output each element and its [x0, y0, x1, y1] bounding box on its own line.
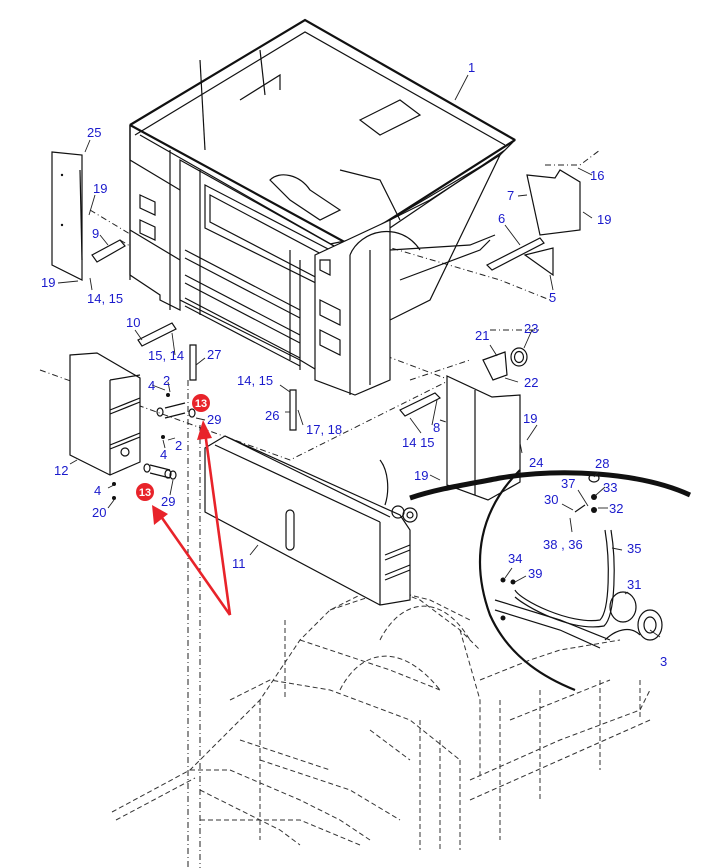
label-part-19: 19	[414, 468, 428, 483]
label-part-1: 1	[468, 60, 475, 75]
label-part-17-18: 17, 18	[306, 422, 342, 437]
label-part-19: 19	[597, 212, 611, 227]
rear-panel	[446, 375, 521, 501]
label-part-39: 39	[528, 566, 542, 581]
label-part-38-36: 38 , 36	[543, 537, 583, 552]
hopper-body	[129, 18, 516, 396]
label-part-22: 22	[524, 375, 538, 390]
detail-view	[409, 469, 692, 692]
label-part-4: 4	[148, 378, 155, 393]
label-part-4: 4	[94, 483, 101, 498]
highlight-arrows	[152, 420, 232, 616]
right-side-parts	[485, 169, 581, 277]
label-part-25: 25	[87, 125, 101, 140]
label-part-3: 3	[660, 654, 667, 669]
callout-13-lower: 13	[136, 483, 154, 501]
label-part-32: 32	[609, 501, 623, 516]
label-part-29: 29	[207, 412, 221, 427]
label-part-14-15: 14, 15	[87, 291, 123, 306]
callout-13-upper: 13	[192, 394, 210, 412]
label-part-30: 30	[544, 492, 558, 507]
arrow-to-lower-fitting	[158, 514, 232, 616]
label-part-15-14: 15, 14	[148, 348, 184, 363]
chassis-frame	[111, 584, 651, 850]
callout-13-upper-text: 13	[195, 398, 207, 410]
label-part-33: 33	[603, 480, 617, 495]
label-part-35: 35	[627, 541, 641, 556]
label-part-37: 37	[561, 476, 575, 491]
label-part-21: 21	[475, 328, 489, 343]
label-part-28: 28	[595, 456, 609, 471]
label-part-19: 19	[41, 275, 55, 290]
label-part-20: 20	[92, 505, 106, 520]
left-tank	[69, 352, 196, 500]
label-part-14-15: 14 15	[402, 435, 435, 450]
arrowhead-upper	[197, 420, 212, 440]
leader-lines	[57, 74, 661, 638]
label-part-26: 26	[265, 408, 279, 423]
label-part-16: 16	[590, 168, 604, 183]
label-part-4: 4	[160, 447, 167, 462]
label-part-19: 19	[93, 181, 107, 196]
label-part-24: 24	[529, 455, 543, 470]
label-part-12: 12	[54, 463, 68, 478]
label-part-7: 7	[507, 188, 514, 203]
label-part-31: 31	[627, 577, 641, 592]
label-part-27: 27	[207, 347, 221, 362]
part-labels: 1 25 19 9 19 14, 15 16 7 19 6 5 10 15, 1…	[41, 60, 667, 669]
callout-13-lower-text: 13	[139, 487, 151, 499]
label-part-11: 11	[232, 556, 246, 571]
label-part-8: 8	[433, 420, 440, 435]
label-part-2: 2	[163, 373, 170, 388]
label-part-19: 19	[523, 411, 537, 426]
arrowhead-lower	[152, 505, 168, 525]
label-part-23: 23	[524, 321, 538, 336]
left-side-panel	[51, 151, 442, 431]
label-part-34: 34	[508, 551, 522, 566]
label-part-14-15: 14, 15	[237, 373, 273, 388]
label-part-2: 2	[175, 438, 182, 453]
label-part-6: 6	[498, 211, 505, 226]
label-part-5: 5	[549, 290, 556, 305]
label-part-10: 10	[126, 315, 140, 330]
label-part-9: 9	[92, 226, 99, 241]
filler-neck-parts	[482, 347, 528, 381]
arrow-to-upper-fitting	[203, 431, 232, 616]
label-part-29: 29	[161, 494, 175, 509]
main-tank	[204, 435, 418, 606]
